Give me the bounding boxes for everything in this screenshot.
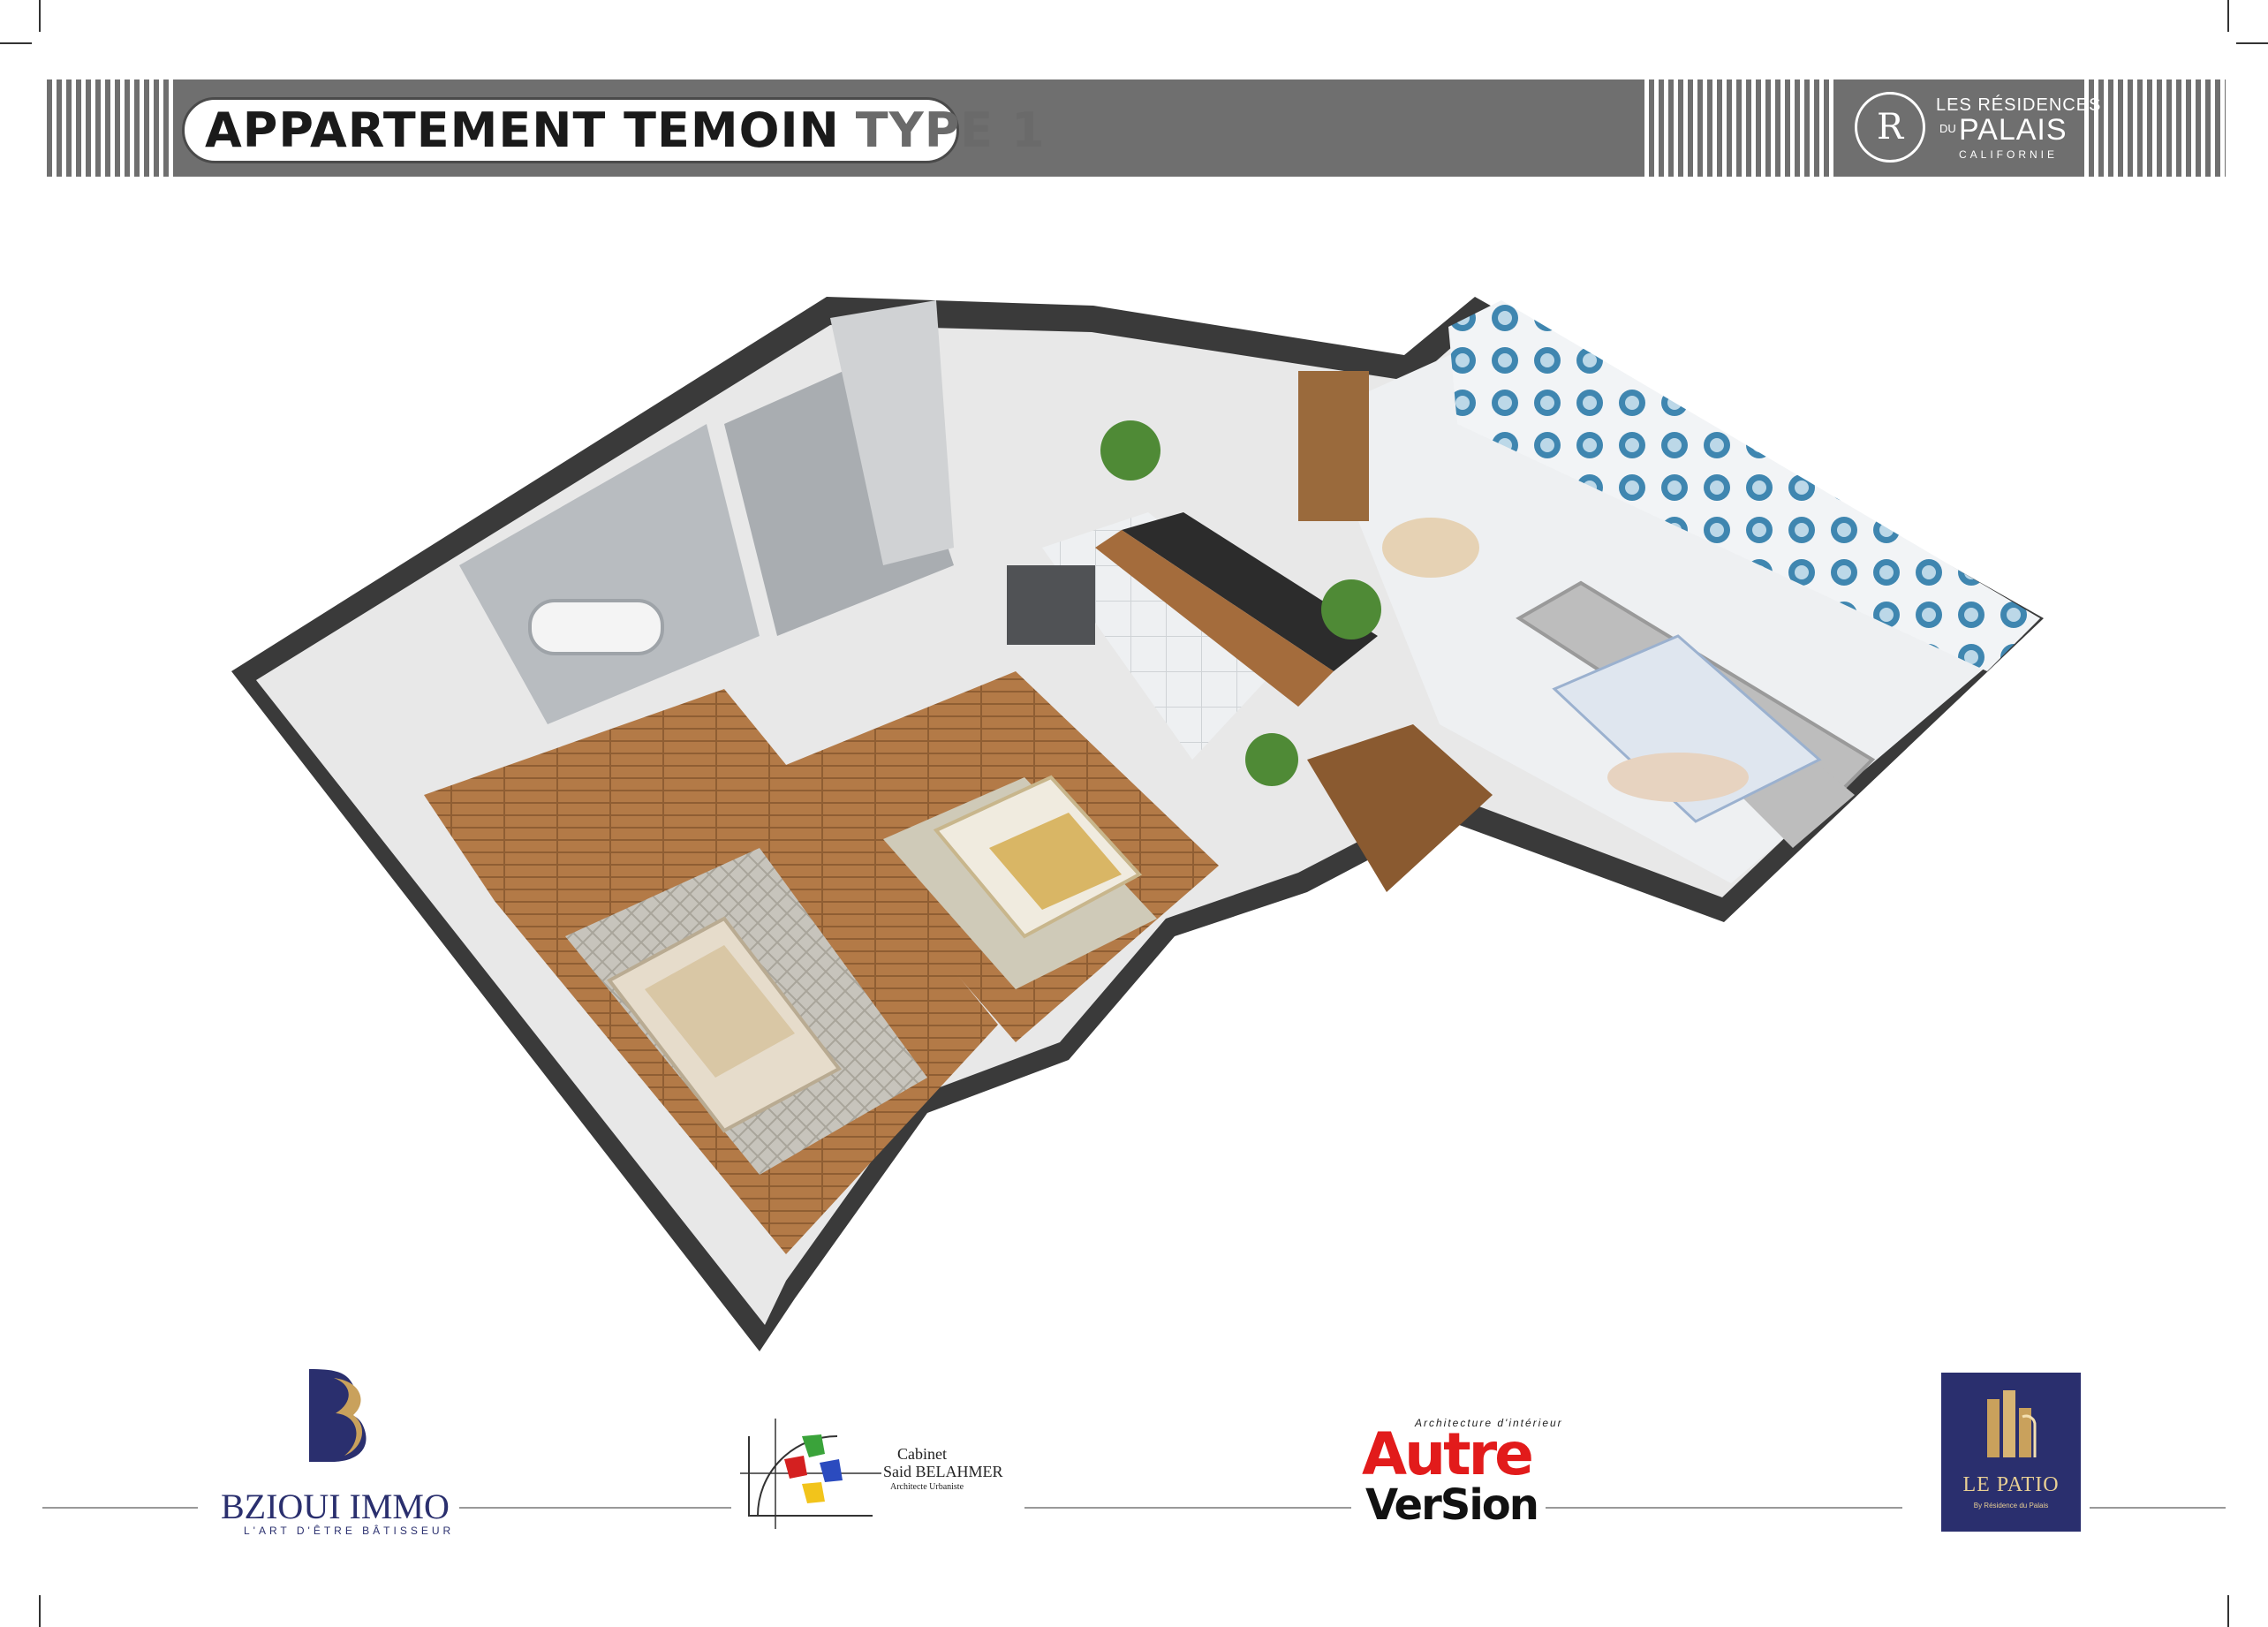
footer-rule-2: [459, 1507, 731, 1509]
cabinet-line2: Said BELAHMER: [883, 1463, 1003, 1480]
autre-version-caption: Architecture d'intérieur: [1415, 1417, 1563, 1429]
le-patio-building-icon: [1987, 1390, 2037, 1457]
footer-rule-5: [2090, 1507, 2226, 1509]
header-stripes-left: [42, 79, 175, 177]
cabinet-line1: Cabinet: [897, 1445, 947, 1463]
bathtub: [528, 599, 664, 655]
autre-version-word2: VerSion: [1365, 1480, 1539, 1530]
brand-line2: PALAIS: [1959, 113, 2068, 147]
apartment-floor-plan: [231, 297, 2044, 1351]
crop-mark-bottom-right: [2227, 1595, 2229, 1627]
brand-line3: CALIFORNIE: [1959, 148, 2059, 161]
bathroom-1-floor: [459, 424, 760, 724]
le-patio-sub: By Résidence du Palais: [1973, 1502, 2049, 1510]
bzioui-immo-tagline: L'ART D'ÊTRE BÂTISSEUR: [244, 1525, 455, 1537]
second-bed-throw: [989, 813, 1122, 910]
kitchen-counter: [1122, 512, 1378, 671]
footer-rule-3: [1024, 1507, 1351, 1509]
plant-2: [1321, 579, 1381, 639]
coffee-table: [1607, 753, 1749, 802]
plant-3: [1245, 733, 1298, 786]
crop-mark-bottom-left: [39, 1595, 41, 1627]
balcony-deck: [1307, 724, 1493, 892]
cabinet-line3: Architecte Urbaniste: [890, 1482, 964, 1492]
le-patio-name: LE PATIO: [1962, 1473, 2060, 1496]
crop-mark-right-top: [2236, 42, 2268, 44]
bathroom-tile-wall: [830, 300, 954, 565]
brand-monogram-icon: R: [1855, 92, 1925, 163]
header-stripes-mid: [1644, 79, 1839, 177]
crop-mark-top-right: [2227, 0, 2229, 32]
kitchen-cabinets: [1095, 530, 1334, 707]
plant-1: [1100, 420, 1160, 481]
kitchen-floor: [1042, 512, 1307, 760]
brand-line1: LES RÉSIDENCES: [1936, 95, 2102, 115]
footer-rule-4: [1546, 1507, 1902, 1509]
bzioui-immo-name: BZIOUI IMMO: [221, 1487, 450, 1526]
page-title-main: APPARTEMENT TEMOIN: [205, 102, 840, 158]
le-patio-logo: LE PATIO By Résidence du Palais: [1941, 1373, 2081, 1532]
title-pill: [182, 97, 959, 163]
footer-rule-1: [42, 1507, 198, 1509]
crop-mark-top-left: [39, 0, 41, 32]
patterned-feature-wall: [1448, 300, 2040, 671]
page-title: APPARTEMENT TEMOIN TYPE 1: [205, 102, 1046, 159]
brand-line2-prefix: DU: [1939, 122, 1956, 135]
master-bed-blanket: [645, 945, 795, 1078]
fridge: [1007, 565, 1095, 645]
crop-mark-left-top: [0, 42, 32, 44]
page-title-type: TYPE 1: [855, 102, 1046, 158]
bzioui-immo-logo-icon: [309, 1369, 367, 1462]
autre-version-word1: Autre: [1362, 1420, 1534, 1488]
header-stripes-right: [2084, 79, 2226, 177]
entry-door: [1298, 371, 1369, 521]
dining-table: [1382, 518, 1479, 578]
cabinet-architect-logo-icon: [740, 1419, 881, 1529]
